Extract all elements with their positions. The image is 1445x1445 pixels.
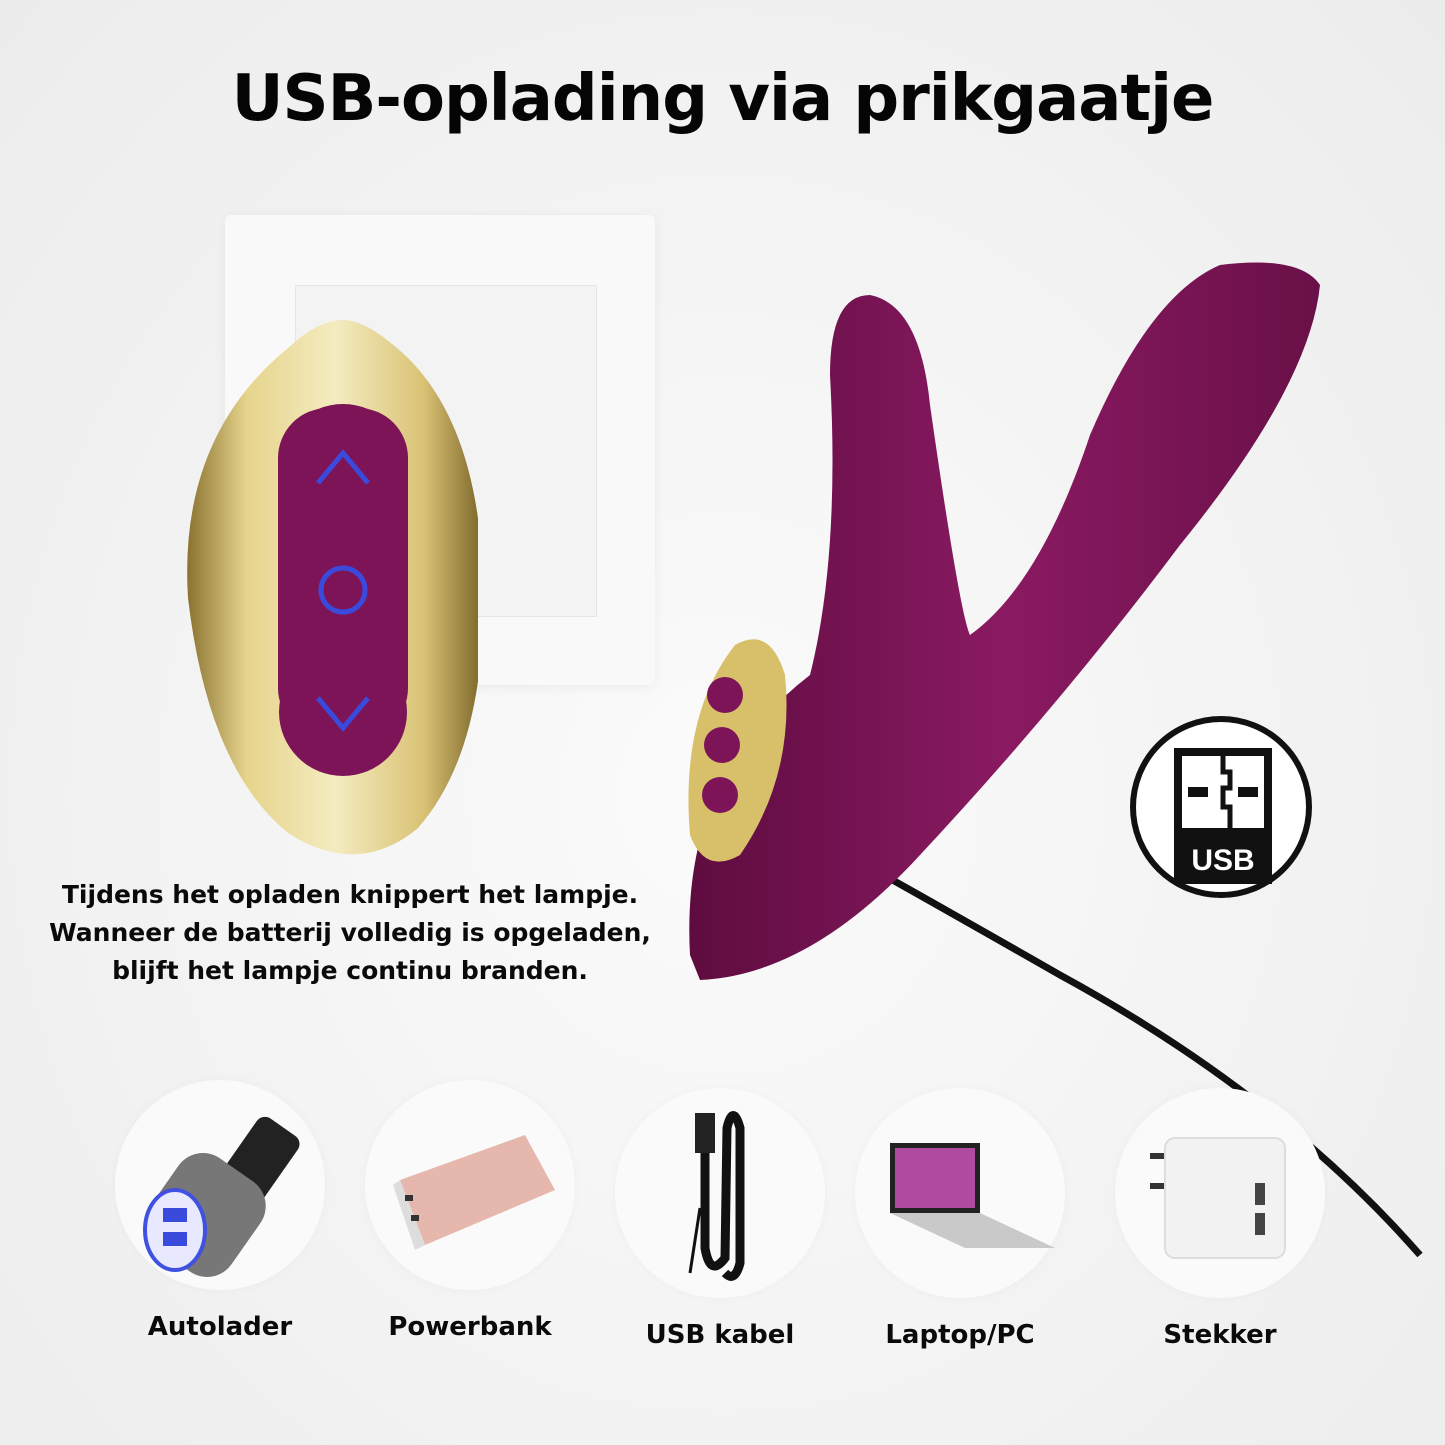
powerbank-icon [393,1135,555,1250]
usb-icon: USB [1130,716,1312,898]
device-image [688,262,1423,1258]
description-line-2: Wanneer de batterij volledig is opgelade… [49,918,651,947]
option-usb-cable: USB kabel [610,1088,830,1350]
down-arrow-icon [316,696,370,732]
option-powerbank: Powerbank [360,1080,580,1342]
page-title: USB-oplading via prikgaatje [231,62,1215,136]
description-line-1: Tijdens het opladen knippert het lampje. [61,880,639,909]
option-laptop: Laptop/PC [850,1088,1070,1350]
svg-text:USB: USB [1191,844,1254,877]
power-circle-icon [318,565,368,615]
control-panel-closeup [187,320,478,855]
option-label: Powerbank [388,1312,552,1342]
option-label: Autolader [147,1312,293,1342]
car-charger-icon [143,1116,300,1277]
option-label: USB kabel [645,1320,795,1350]
charging-options: Autolader Powerbank USB kabel [0,1080,1445,1380]
option-label: Laptop/PC [885,1320,1035,1350]
usb-cable-icon [688,1111,745,1281]
wall-plug-icon [1150,1137,1286,1259]
option-label: Stekker [1163,1320,1277,1350]
option-wall-plug: Stekker [1110,1088,1330,1350]
laptop-icon [890,1143,1055,1248]
option-car-charger: Autolader [110,1080,330,1342]
charging-cable [828,841,1423,1258]
description-line-3: blijft het lampje continu branden. [112,956,588,985]
charging-description: Tijdens het opladen knippert het lampje.… [20,876,680,990]
up-arrow-icon [316,449,370,485]
